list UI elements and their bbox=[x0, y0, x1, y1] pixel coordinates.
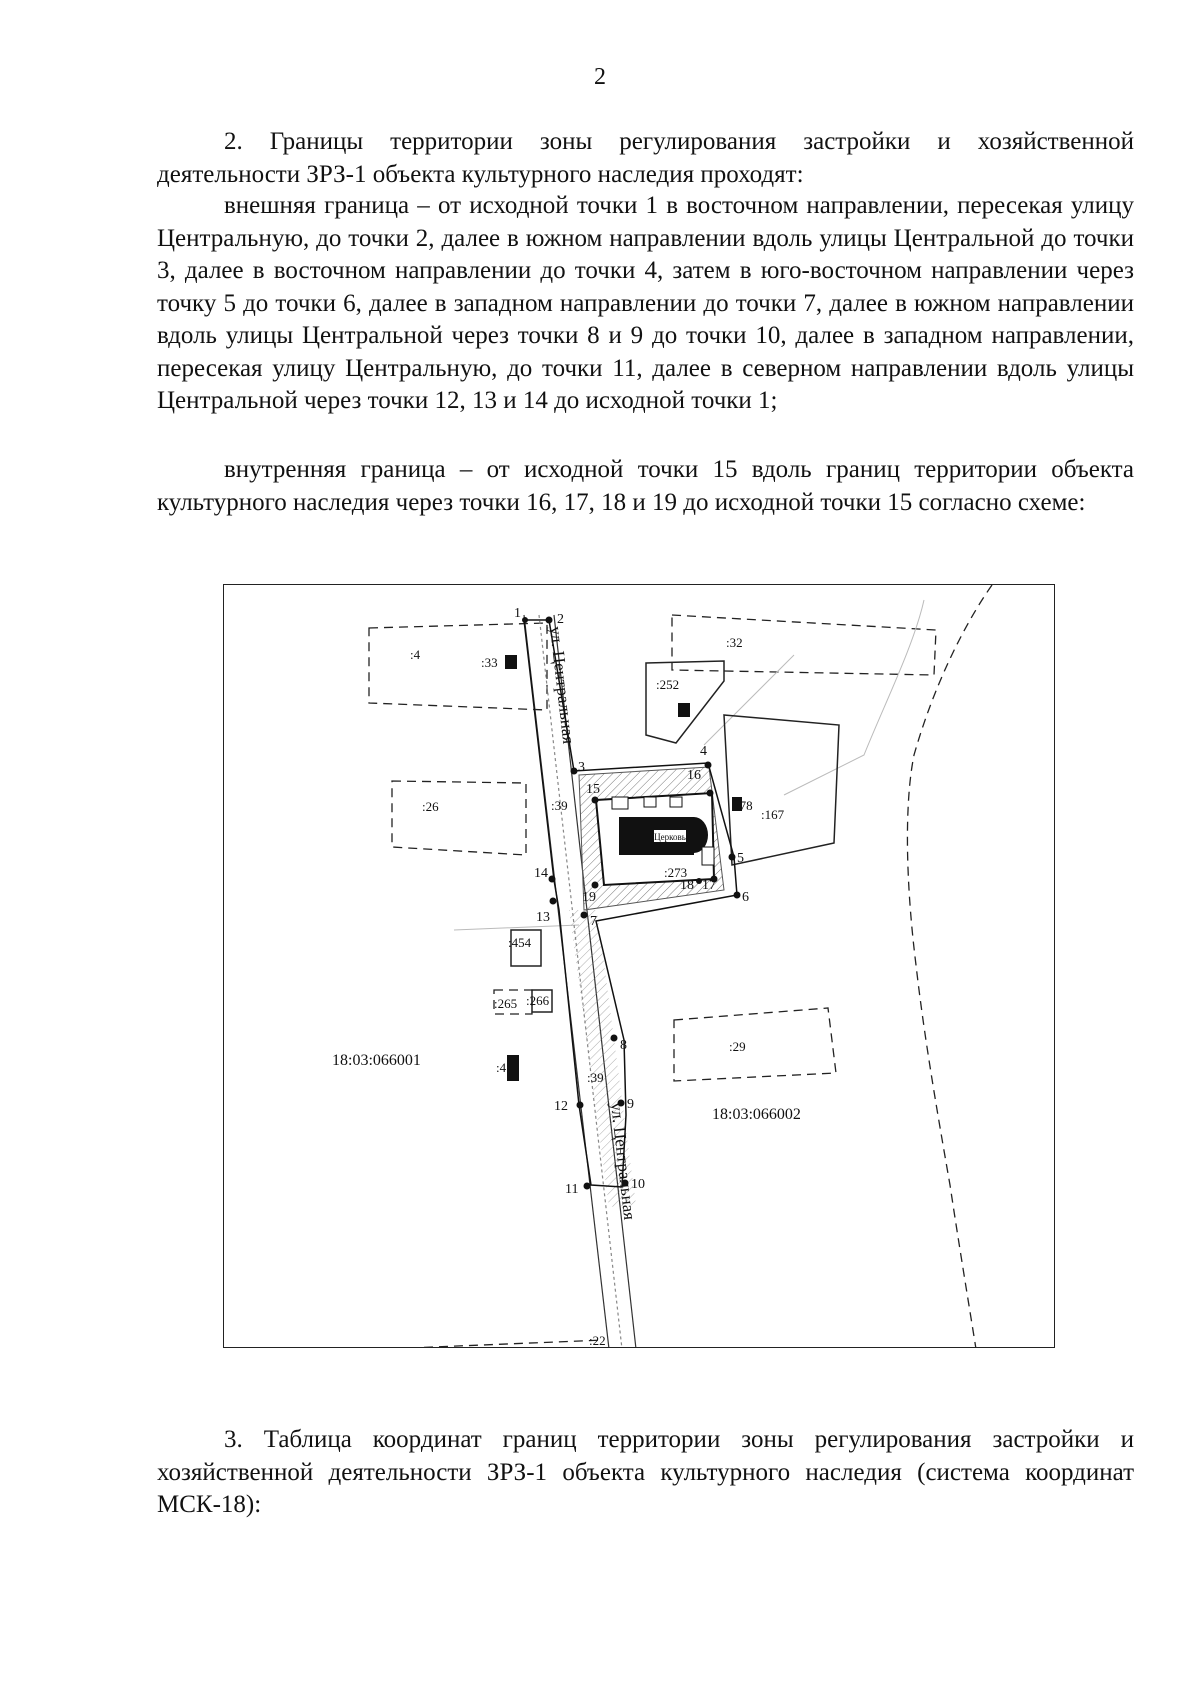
church-apse bbox=[680, 817, 708, 853]
parcel-167-outline bbox=[723, 714, 840, 866]
point-label-5: 5 bbox=[737, 851, 744, 866]
point-label-7: 7 bbox=[590, 914, 597, 929]
parcel-32-outline bbox=[671, 614, 937, 676]
parcel-label-266: :266 bbox=[526, 993, 550, 1008]
point-marker-18 bbox=[696, 878, 702, 884]
block-label-west: 18:03:066001 bbox=[332, 1052, 421, 1069]
inner-boundary-paragraph: внутренняя граница – от исходной точки 1… bbox=[157, 456, 1134, 516]
point-marker-8 bbox=[610, 1034, 618, 1042]
point-marker-3 bbox=[570, 767, 578, 775]
parcel-label-273: :273 bbox=[664, 865, 687, 880]
zone-hatch-street-south bbox=[569, 910, 636, 1207]
building-252 bbox=[678, 703, 690, 717]
parcel-252-outline bbox=[645, 660, 725, 744]
parcel-label-39b: :39 bbox=[587, 1070, 604, 1085]
point-marker-13 bbox=[549, 897, 557, 905]
parcel-26-outline bbox=[391, 780, 527, 856]
parcel-label-4b: :4 bbox=[496, 1060, 507, 1075]
parcel-label-39a: :39 bbox=[551, 798, 568, 813]
building-78 bbox=[732, 797, 742, 811]
point-label-4: 4 bbox=[700, 744, 707, 759]
point-marker-10 bbox=[621, 1179, 629, 1187]
boundary-dashed-east bbox=[906, 585, 993, 1347]
outer-boundary-paragraph: внешняя граница – от исходной точки 1 в … bbox=[157, 192, 1134, 414]
point-marker-15 bbox=[591, 796, 599, 804]
parcel-label-252: :252 bbox=[656, 677, 679, 692]
small-structure-3 bbox=[669, 796, 683, 808]
parcel-label-29: :29 bbox=[729, 1039, 746, 1054]
point-label-6: 6 bbox=[742, 890, 749, 905]
parcel-4-outline bbox=[368, 622, 548, 711]
point-marker-19 bbox=[591, 881, 599, 889]
parcel-label-26: :26 bbox=[422, 799, 439, 814]
point-label-19: 19 bbox=[582, 890, 596, 905]
outer-zone-boundary bbox=[523, 619, 738, 1188]
point-marker-6 bbox=[733, 891, 741, 899]
block-label-east: 18:03:066002 bbox=[712, 1106, 801, 1123]
building-4b bbox=[507, 1055, 519, 1081]
point-marker-16 bbox=[706, 789, 714, 797]
light-line-1 bbox=[783, 599, 925, 796]
parcel-label-33: :33 bbox=[481, 655, 498, 670]
point-label-3: 3 bbox=[578, 760, 585, 775]
point-marker-4 bbox=[704, 761, 712, 769]
building-33 bbox=[505, 655, 517, 669]
parcel-label-4: :4 bbox=[410, 647, 421, 662]
section-3-table-intro-paragraph: 3. Таблица координат границ территории з… bbox=[157, 1426, 1134, 1518]
parcel-label-22: :22 bbox=[589, 1333, 606, 1348]
point-label-9: 9 bbox=[627, 1097, 634, 1112]
point-marker-7 bbox=[580, 911, 588, 919]
parcel-label-265: :265 bbox=[494, 996, 517, 1011]
small-structure-1 bbox=[611, 796, 629, 810]
parcel-label-454: :454 bbox=[508, 935, 532, 950]
point-label-14: 14 bbox=[534, 866, 548, 881]
church-label: Церковь bbox=[654, 832, 686, 842]
parcel-454-outline bbox=[510, 929, 542, 967]
point-marker-5 bbox=[728, 853, 736, 861]
church-label-box bbox=[654, 830, 686, 842]
point-label-2: 2 bbox=[557, 612, 564, 627]
light-line-3 bbox=[453, 924, 580, 931]
point-label-10: 10 bbox=[631, 1177, 645, 1192]
point-marker-2 bbox=[545, 616, 553, 624]
point-marker-14 bbox=[548, 875, 556, 883]
parcel-29-outline bbox=[673, 1007, 837, 1082]
parcel-22-outline bbox=[417, 1339, 605, 1347]
section-2-heading-paragraph: 2. Границы территории зоны регулирования… bbox=[157, 128, 1134, 188]
point-label-8: 8 bbox=[620, 1038, 627, 1053]
parcel-label-167: :167 bbox=[761, 807, 785, 822]
point-marker-1 bbox=[522, 617, 528, 623]
point-label-16: 16 bbox=[687, 768, 701, 783]
small-structure-2 bbox=[643, 796, 657, 808]
street-label-north: ул. Центральная bbox=[546, 625, 578, 745]
boundary-scheme-map: Церковь :4 :33 :32 :252 :26 :167 :78 :39… bbox=[223, 584, 1055, 1348]
light-line-2 bbox=[703, 654, 795, 746]
small-structure-4 bbox=[701, 846, 715, 866]
point-label-1: 1 bbox=[514, 606, 521, 621]
point-marker-9 bbox=[617, 1099, 625, 1107]
point-marker-17 bbox=[710, 875, 718, 883]
scheme-drawing: Церковь :4 :33 :32 :252 :26 :167 :78 :39… bbox=[332, 585, 993, 1348]
page-number: 2 bbox=[594, 64, 606, 90]
point-label-17: 17 bbox=[702, 878, 716, 893]
point-label-18: 18 bbox=[680, 878, 694, 893]
parcel-266-outline bbox=[531, 989, 553, 1013]
point-label-13: 13 bbox=[536, 910, 550, 925]
point-label-11: 11 bbox=[565, 1182, 578, 1197]
parcel-label-32: :32 bbox=[726, 635, 743, 650]
parcel-label-78: :78 bbox=[736, 798, 753, 813]
point-label-12: 12 bbox=[554, 1099, 568, 1114]
point-marker-11 bbox=[583, 1182, 591, 1190]
point-label-15: 15 bbox=[586, 782, 600, 797]
point-marker-12 bbox=[576, 1101, 584, 1109]
